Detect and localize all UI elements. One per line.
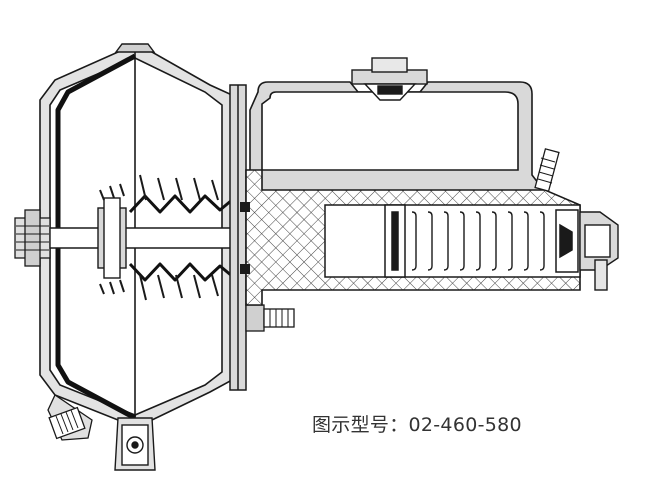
vacuum-port-fitting bbox=[47, 394, 93, 441]
rod-seals bbox=[240, 202, 250, 274]
chamber-return-spring bbox=[99, 183, 125, 295]
model-number-caption: 图示型号：02-460-580 bbox=[312, 414, 522, 436]
hydraulic-piston bbox=[384, 204, 406, 278]
input-rod-fitting bbox=[14, 209, 51, 267]
reservoir-cap bbox=[351, 57, 428, 101]
mounting-bolt bbox=[245, 304, 295, 332]
outlet-check-valve bbox=[555, 209, 579, 273]
fluid-reservoir bbox=[249, 81, 547, 193]
bore-return-spring bbox=[411, 211, 545, 271]
bellows-upper bbox=[128, 194, 233, 214]
mounting-plate bbox=[229, 84, 247, 391]
top-flange bbox=[114, 43, 156, 53]
outlet-fitting bbox=[579, 211, 619, 291]
bellows-spring bbox=[139, 174, 219, 301]
bleeder-screw bbox=[534, 148, 560, 192]
bottom-mount-bracket bbox=[114, 417, 156, 471]
bellows-lower bbox=[128, 262, 233, 282]
cylinder-bore bbox=[324, 204, 581, 278]
